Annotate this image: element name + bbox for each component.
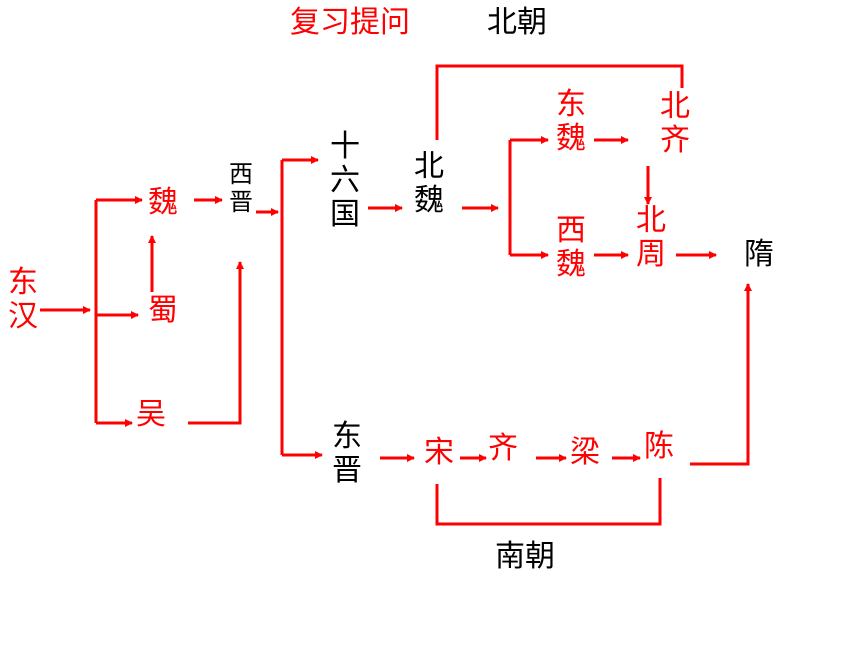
node-bei-zhou: 北周 (636, 203, 666, 272)
node-xi-jin: 西晋 (229, 160, 253, 216)
node-bei-qi: 北齐 (660, 89, 690, 158)
node-dong-han: 东汉 (8, 265, 38, 334)
node-wu: 吴 (136, 397, 166, 432)
node-song: 宋 (424, 435, 454, 470)
node-bei-wei: 北魏 (414, 149, 444, 218)
bracket-south (435, 478, 662, 526)
node-xi-wei: 西魏 (556, 213, 586, 282)
node-shu: 蜀 (148, 293, 178, 328)
arrow-chen-sui (690, 283, 752, 466)
node-sui: 隋 (744, 237, 774, 272)
node-qi: 齐 (488, 431, 518, 466)
node-dong-jin: 东晋 (332, 419, 362, 488)
label-south: 南朝 (495, 539, 555, 574)
node-chen: 陈 (644, 429, 674, 464)
node-shiliu-guo: 十六国 (330, 129, 360, 232)
node-liang: 梁 (570, 435, 600, 470)
node-dong-wei: 东魏 (556, 87, 586, 156)
arrow-wu-xijin (188, 261, 244, 425)
bracket-north (435, 64, 684, 140)
node-wei: 魏 (148, 185, 178, 220)
label-north: 北朝 (487, 5, 547, 40)
page-title: 复习提问 (290, 5, 410, 40)
